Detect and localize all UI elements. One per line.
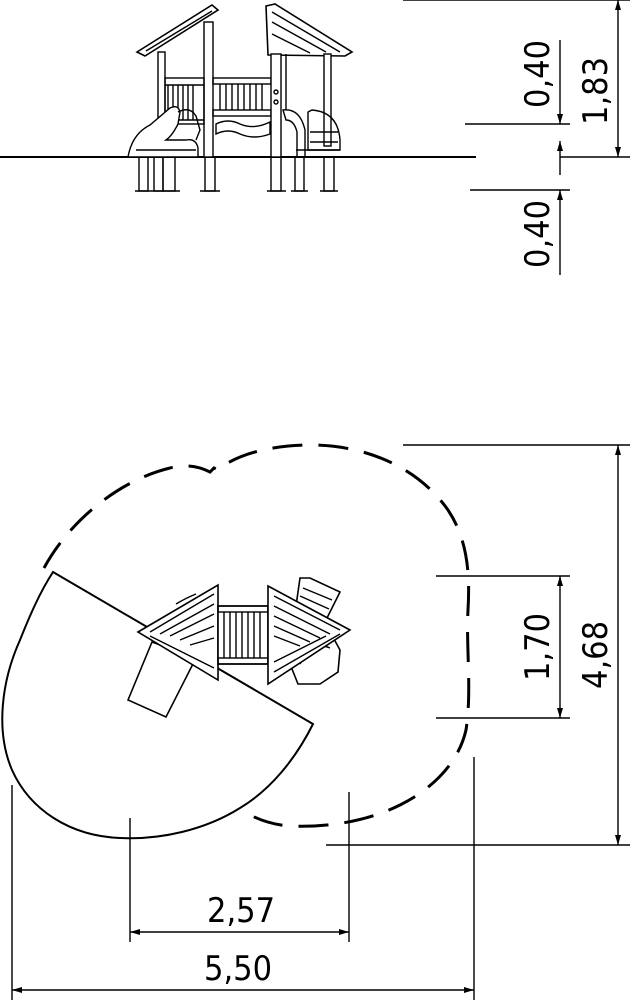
dim-platform-height: 0,40 (518, 40, 558, 108)
elevation-view: 0,40 1,83 0,40 (0, 0, 630, 275)
dim-width-inner: 2,57 (207, 891, 275, 931)
plan-dimensions (11, 444, 630, 1000)
elevation-dimensions (403, 0, 630, 275)
dim-total-height: 1,83 (576, 57, 616, 125)
dim-depth-total: 4,68 (576, 621, 616, 689)
dim-foundation-depth: 0,40 (518, 200, 558, 268)
slide-fall-zone (1, 570, 315, 840)
dim-depth-inner: 1,70 (518, 613, 558, 681)
dim-width-total: 5,50 (204, 949, 272, 989)
right-roof-plan (267, 584, 352, 686)
foundation-posts (135, 156, 338, 192)
bridge-plan (217, 605, 269, 665)
playhouse-elevation (127, 3, 354, 158)
plan-view: 1,70 4,68 2,57 5,50 (1, 443, 630, 1000)
